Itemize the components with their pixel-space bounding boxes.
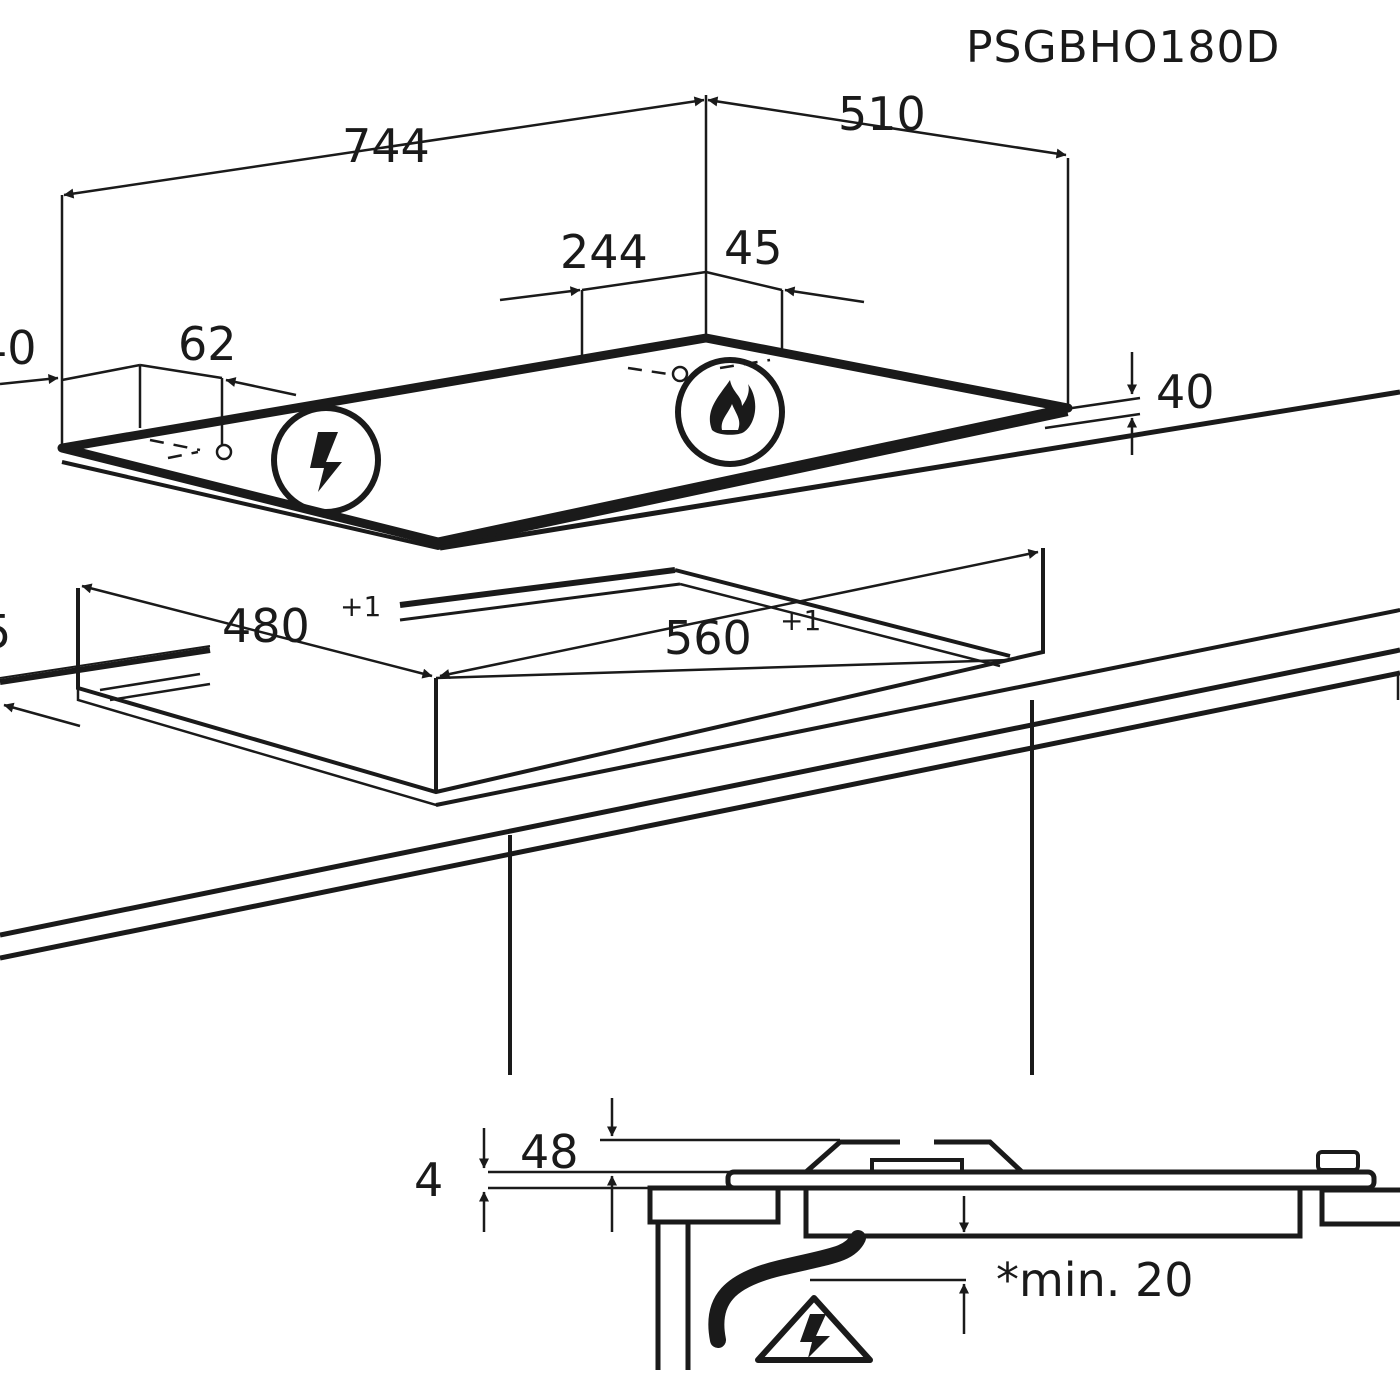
- clearance-min-20-label: *min. 20: [996, 1253, 1194, 1307]
- dim-line-244: [499, 286, 581, 302]
- cutout-depth-480-label: 480: [222, 599, 310, 653]
- left-cut-40-label: 40: [0, 321, 37, 375]
- model-label: PSGBHO180D: [966, 22, 1280, 73]
- dim-line-560: [439, 549, 1039, 679]
- dim-45-label: 45: [724, 221, 783, 275]
- dim-line-62: [225, 377, 297, 397]
- dim-4-label: 4: [414, 1153, 443, 1207]
- cutout-depth-tolerance-label: +1: [340, 590, 381, 623]
- dim-line-45: [784, 286, 865, 304]
- depth-510-label: 510: [838, 87, 926, 141]
- connection-point-right: [671, 365, 689, 383]
- hob-drawing: [0, 95, 1141, 551]
- dim-line-5: [3, 702, 81, 728]
- electric-symbol-icon: [271, 405, 381, 515]
- dim-line-744: [63, 96, 705, 199]
- dim-48-label: 48: [520, 1125, 579, 1179]
- dim-line-480: [81, 583, 433, 679]
- dim-line-left-40: [0, 374, 59, 386]
- height-40-label: 40: [1156, 365, 1215, 419]
- cutout-width-560-label: 560: [664, 611, 752, 665]
- dim-244-label: 244: [560, 225, 648, 279]
- gas-flame-icon: [675, 357, 785, 467]
- dim-line-510: [707, 96, 1067, 159]
- electric-warning-triangle-icon: [755, 1295, 873, 1363]
- cutout-width-tolerance-label: +1: [780, 604, 821, 637]
- worktop-drawing: [0, 389, 1400, 1075]
- width-744-label: 744: [342, 119, 430, 173]
- section-detail: [479, 1098, 1400, 1370]
- connection-point-left: [215, 443, 233, 461]
- dim-62-label: 62: [178, 317, 237, 371]
- left-cut-5-label: 5: [0, 605, 11, 659]
